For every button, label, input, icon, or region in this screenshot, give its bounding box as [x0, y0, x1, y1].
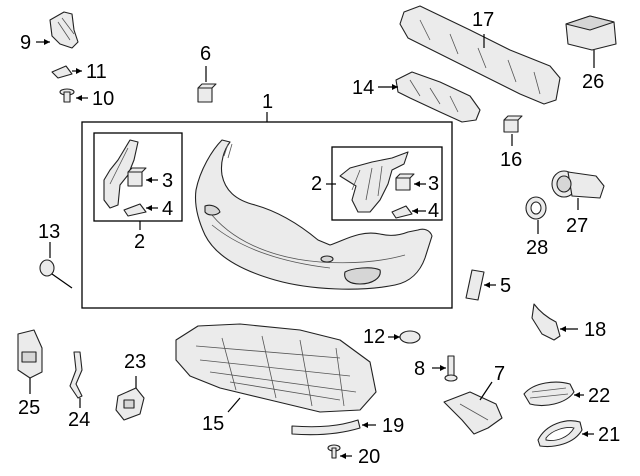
arrowhead-4b — [412, 208, 418, 214]
arrowhead-10 — [76, 95, 82, 101]
beam-17-detail — [419, 19, 541, 95]
strip-19 — [291, 419, 361, 436]
arrowhead-14 — [392, 84, 398, 90]
callout-22: 22 — [588, 385, 611, 407]
callout-11: 11 — [86, 61, 107, 83]
absorber-14 — [395, 71, 481, 123]
callout-3-left: 3 — [162, 170, 174, 192]
leader-7 — [479, 381, 493, 401]
callout-7: 7 — [494, 363, 506, 385]
callout-4-left: 4 — [162, 198, 174, 220]
bolt-8 — [444, 355, 458, 382]
clip-6 — [197, 83, 217, 103]
arrowhead-22 — [574, 392, 580, 398]
callout-1: 1 — [262, 91, 274, 113]
hanger-24 — [69, 351, 83, 399]
module-26 — [565, 15, 617, 51]
callout-13: 13 — [38, 221, 61, 243]
callout-19: 19 — [382, 415, 405, 437]
callout-20: 20 — [358, 446, 381, 468]
leader-15 — [227, 397, 241, 413]
callout-10: 10 — [92, 88, 115, 110]
callout-9: 9 — [20, 32, 32, 54]
grommet-12 — [399, 330, 421, 344]
callout-16: 16 — [500, 149, 523, 171]
pad-4-right — [391, 205, 413, 219]
arrowhead-21 — [582, 431, 588, 437]
callout-2-left: 2 — [134, 231, 146, 253]
arrowhead-4a — [146, 205, 152, 211]
pad-4-left — [123, 203, 147, 217]
callout-4-right: 4 — [428, 200, 440, 222]
bumper-cover — [194, 139, 433, 290]
clip-3-right — [395, 173, 415, 191]
bracket-9-detail — [57, 17, 75, 41]
grille-22 — [523, 381, 575, 407]
callout-23: 23 — [124, 351, 147, 373]
strip-5 — [465, 269, 485, 301]
callout-24: 24 — [68, 409, 91, 431]
arrowhead-9 — [44, 39, 50, 45]
bracket-right — [339, 151, 409, 213]
pad-11 — [51, 65, 73, 79]
bracket-25 — [17, 329, 43, 379]
bracket-left — [103, 139, 139, 209]
arrowhead-3b — [414, 181, 420, 187]
arrowhead-5 — [484, 282, 490, 288]
cap-13 — [39, 259, 73, 289]
arrowhead-8 — [440, 365, 446, 371]
callout-26: 26 — [582, 71, 605, 93]
screw-20 — [327, 444, 341, 459]
bracket-7-detail — [459, 403, 489, 421]
clip-3-left — [127, 167, 147, 187]
undertray-15 — [175, 323, 377, 413]
callout-15: 15 — [202, 413, 225, 435]
arrowhead-18 — [560, 326, 566, 332]
callout-2-right: 2 — [311, 173, 323, 195]
callout-14: 14 — [352, 77, 375, 99]
bracket-9 — [49, 11, 79, 49]
sensor-27 — [551, 170, 605, 199]
push-pin-10 — [59, 88, 75, 103]
arrowhead-3a — [146, 177, 152, 183]
clip-16 — [503, 115, 523, 133]
ring-28 — [525, 196, 547, 220]
callout-8: 8 — [414, 358, 426, 380]
callout-27: 27 — [566, 215, 589, 237]
callout-6: 6 — [200, 43, 212, 65]
left-bracket-box — [93, 132, 183, 222]
callout-5: 5 — [500, 275, 512, 297]
arrowhead-12 — [394, 334, 400, 340]
arrowhead-11 — [76, 68, 82, 74]
callout-17: 17 — [472, 9, 495, 31]
bezel-21 — [537, 420, 583, 448]
arrowhead-19 — [362, 422, 368, 428]
callout-18: 18 — [584, 319, 607, 341]
arrowhead-20 — [340, 453, 346, 459]
callout-25: 25 — [18, 397, 41, 419]
callout-21: 21 — [598, 424, 621, 446]
connector-23 — [115, 387, 145, 421]
callout-28: 28 — [526, 237, 549, 259]
absorber-14-detail — [409, 79, 459, 113]
callout-12: 12 — [363, 326, 386, 348]
callout-3-right: 3 — [428, 173, 440, 195]
bracket-18 — [531, 303, 561, 341]
beam-17 — [399, 5, 561, 105]
bracket-7 — [443, 391, 503, 435]
